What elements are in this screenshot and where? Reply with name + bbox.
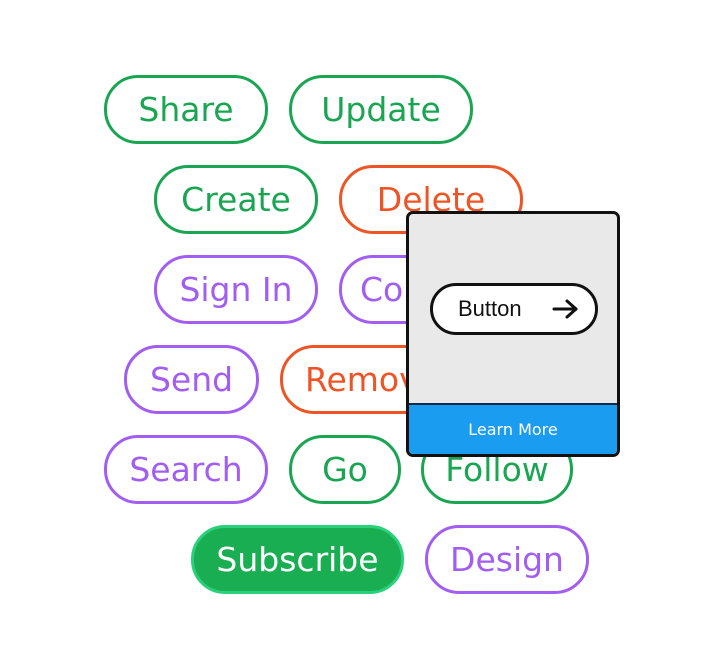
learn-more-label: Learn More [468, 420, 558, 439]
popup-button-label: Button [458, 296, 522, 321]
arrow-right-icon [552, 299, 578, 319]
create-button[interactable]: Create [154, 165, 318, 234]
popup-card: Button Learn More [406, 211, 620, 457]
go-button[interactable]: Go [289, 435, 401, 504]
sign-in-button[interactable]: Sign In [154, 255, 318, 324]
send-button[interactable]: Send [124, 345, 259, 414]
search-button[interactable]: Search [104, 435, 268, 504]
share-button[interactable]: Share [104, 75, 268, 144]
popup-button[interactable]: Button [430, 283, 598, 335]
subscribe-button[interactable]: Subscribe [191, 525, 404, 594]
update-button[interactable]: Update [289, 75, 473, 144]
design-button[interactable]: Design [425, 525, 589, 594]
learn-more-button[interactable]: Learn More [409, 403, 617, 454]
